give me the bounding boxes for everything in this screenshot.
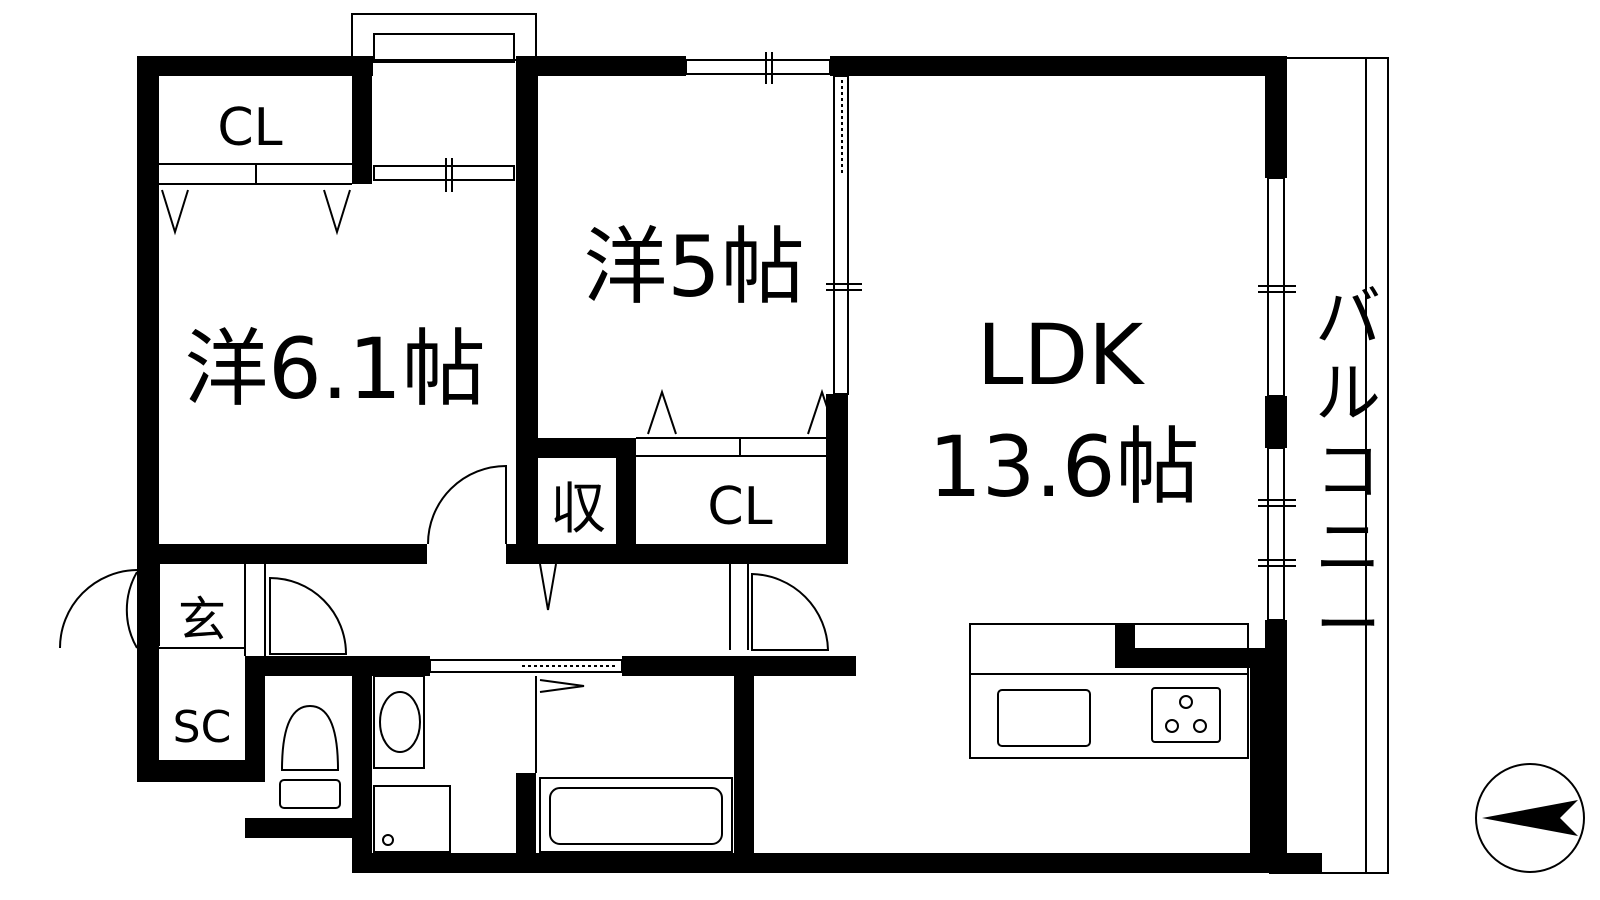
- closet-a-label: CL: [217, 98, 282, 158]
- entrance-label: 玄: [178, 592, 226, 648]
- toilet-icon: [279, 704, 341, 809]
- room-label-ldk-size: 13.6帖: [928, 418, 1199, 516]
- kitchen-counter: [969, 623, 1250, 759]
- washbasin-icon: [373, 675, 425, 769]
- balcony-label: バ ル コ ニ ー: [1315, 279, 1381, 664]
- room-label-western-6: 洋6.1帖: [184, 320, 486, 418]
- balcony-char-1: バ: [1315, 279, 1381, 356]
- balcony-char-4: ニ: [1315, 509, 1381, 586]
- sliding-door: [429, 659, 623, 673]
- doors: [59, 464, 830, 656]
- closet-b: CL: [636, 388, 837, 537]
- north-arrow-icon: [1475, 763, 1585, 873]
- closet-a: CL: [159, 98, 352, 236]
- stove-icon: [1151, 687, 1221, 743]
- bay-window-inner: [373, 33, 515, 63]
- balcony-char-3: コ: [1315, 433, 1381, 510]
- sink-icon: [997, 689, 1091, 747]
- bathtub-icon: [539, 777, 733, 853]
- windows: [373, 52, 1296, 621]
- closet-b-label: CL: [707, 477, 772, 537]
- balcony-char-5: ー: [1315, 587, 1381, 664]
- room-label-ldk: LDK: [977, 306, 1145, 404]
- washer-space-icon: [373, 785, 451, 853]
- room-label-western-5: 洋5帖: [583, 218, 804, 316]
- bay-window-box: [351, 13, 537, 61]
- shoe-closet-label: SC: [173, 702, 232, 753]
- balcony-char-2: ル: [1315, 355, 1381, 432]
- storage-label: 収: [550, 477, 606, 542]
- walls: [137, 56, 1322, 873]
